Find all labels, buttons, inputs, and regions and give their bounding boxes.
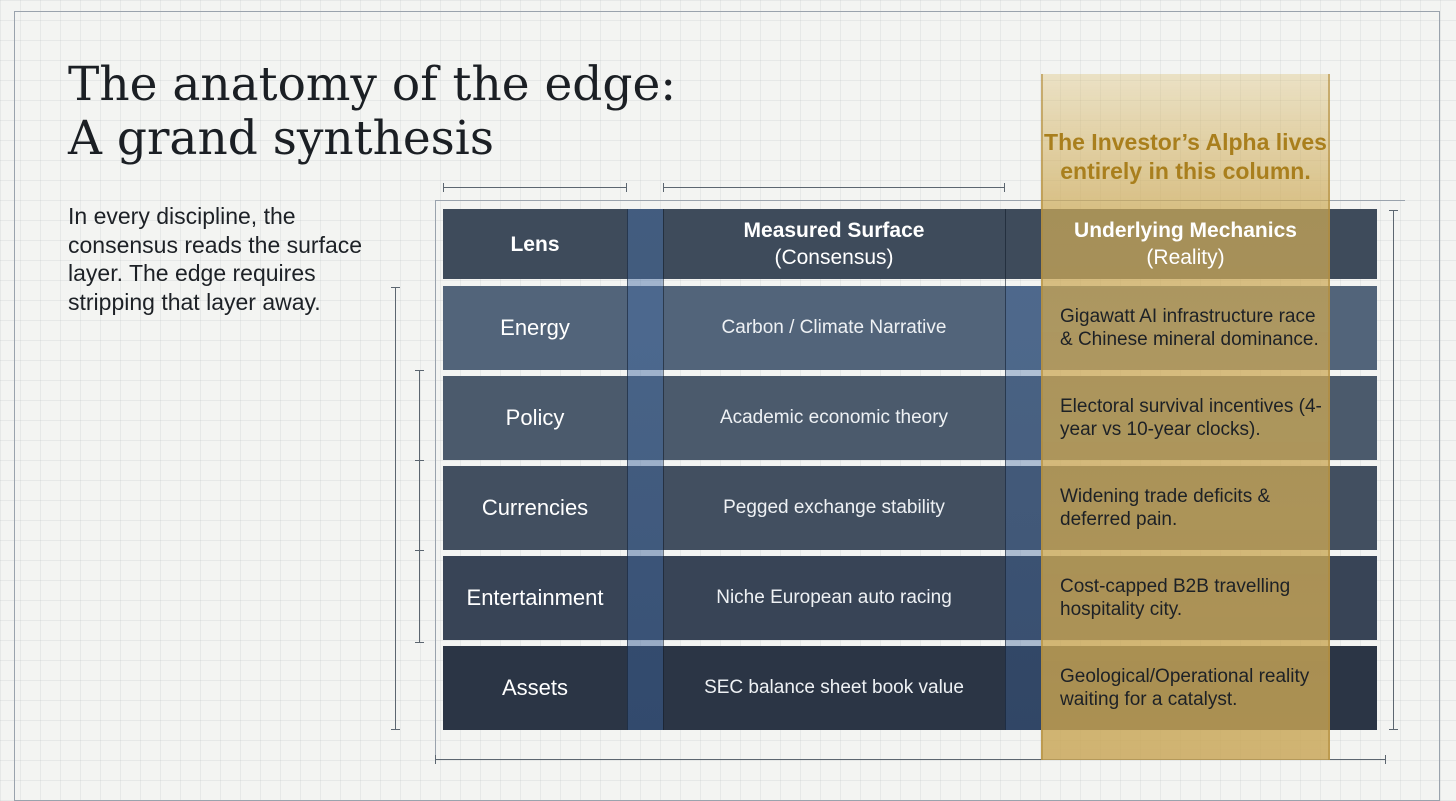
- row-lens: Policy: [505, 405, 565, 430]
- dim-line-top-left: [443, 187, 626, 188]
- row-lens: Entertainment: [466, 585, 604, 610]
- header-surface: Measured Surface (Consensus): [663, 209, 1005, 279]
- dim-line-left-outer: [395, 287, 396, 729]
- header-mechanics-sub: (Reality): [1146, 246, 1225, 269]
- slide-title: The anatomy of the edge: A grand synthes…: [68, 58, 676, 166]
- row-mechanics-text: Gigawatt AI infrastructure race & Chines…: [1060, 306, 1319, 350]
- dim-tick: [1385, 755, 1386, 764]
- dim-line-right: [1393, 210, 1394, 730]
- row-mechanics-text: Widening trade deficits & deferred pain.: [1060, 486, 1271, 530]
- row-lens: Energy: [500, 315, 570, 340]
- dim-line-left-inner: [419, 370, 420, 642]
- row-mechanics-text: Cost-capped B2B travelling hospitality c…: [1060, 576, 1291, 620]
- dim-tick: [391, 729, 400, 730]
- dim-tick: [1389, 210, 1398, 211]
- row-mechanics: Geological/Operational reality waiting f…: [1041, 646, 1330, 730]
- row-mechanics-text: Electoral survival incentives (4-year vs…: [1060, 396, 1322, 440]
- row-mechanics: Widening trade deficits & deferred pain.: [1041, 466, 1330, 550]
- dim-tick: [663, 183, 664, 192]
- row-lens: Assets: [501, 675, 569, 700]
- header-surface-title: Measured Surface: [743, 219, 925, 242]
- col-separator: [663, 209, 664, 730]
- intro-text: In every discipline, the consensus reads…: [68, 203, 363, 315]
- header-mechanics-title: Underlying Mechanics: [1074, 219, 1297, 242]
- row-mechanics: Cost-capped B2B travelling hospitality c…: [1041, 556, 1330, 640]
- header-lens-label: Lens: [510, 232, 560, 256]
- dim-tick: [435, 755, 436, 764]
- dim-tick: [415, 370, 424, 371]
- title-line-1: The anatomy of the edge:: [68, 57, 677, 112]
- dim-tick: [1389, 729, 1398, 730]
- row-surface: Academic economic theory: [719, 407, 949, 428]
- header-surface-sub: (Consensus): [774, 246, 894, 269]
- dim-tick: [443, 183, 444, 192]
- row-mechanics: Gigawatt AI infrastructure race & Chines…: [1041, 286, 1330, 370]
- row-mechanics: Electoral survival incentives (4-year vs…: [1041, 376, 1330, 460]
- dim-tick: [626, 183, 627, 192]
- dim-line-top-mid: [663, 187, 1004, 188]
- title-line-2: A grand synthesis: [68, 111, 494, 166]
- alpha-highlight-column: [1041, 74, 1330, 760]
- dim-tick: [415, 642, 424, 643]
- dim-line-frame-left: [435, 200, 436, 760]
- dim-tick: [1004, 183, 1005, 192]
- header-mechanics: Underlying Mechanics (Reality): [1041, 209, 1330, 279]
- row-surface: Pegged exchange stability: [723, 497, 945, 518]
- row-surface: Carbon / Climate Narrative: [721, 317, 947, 338]
- dim-line-frame-top: [435, 200, 1405, 201]
- dim-tick: [415, 550, 424, 551]
- row-mechanics-text: Geological/Operational reality waiting f…: [1060, 666, 1310, 710]
- row-surface: Niche European auto racing: [716, 587, 952, 608]
- row-lens: Currencies: [481, 495, 589, 520]
- dim-tick: [391, 287, 400, 288]
- dim-tick: [415, 460, 424, 461]
- dim-line-bottom: [435, 759, 1385, 760]
- header-lens: Lens: [443, 209, 627, 279]
- alpha-caption: The Investor’s Alpha lives entirely in t…: [1044, 129, 1327, 184]
- col-separator: [1005, 209, 1006, 730]
- row-surface: SEC balance sheet book value: [704, 677, 964, 698]
- col-separator: [627, 209, 628, 730]
